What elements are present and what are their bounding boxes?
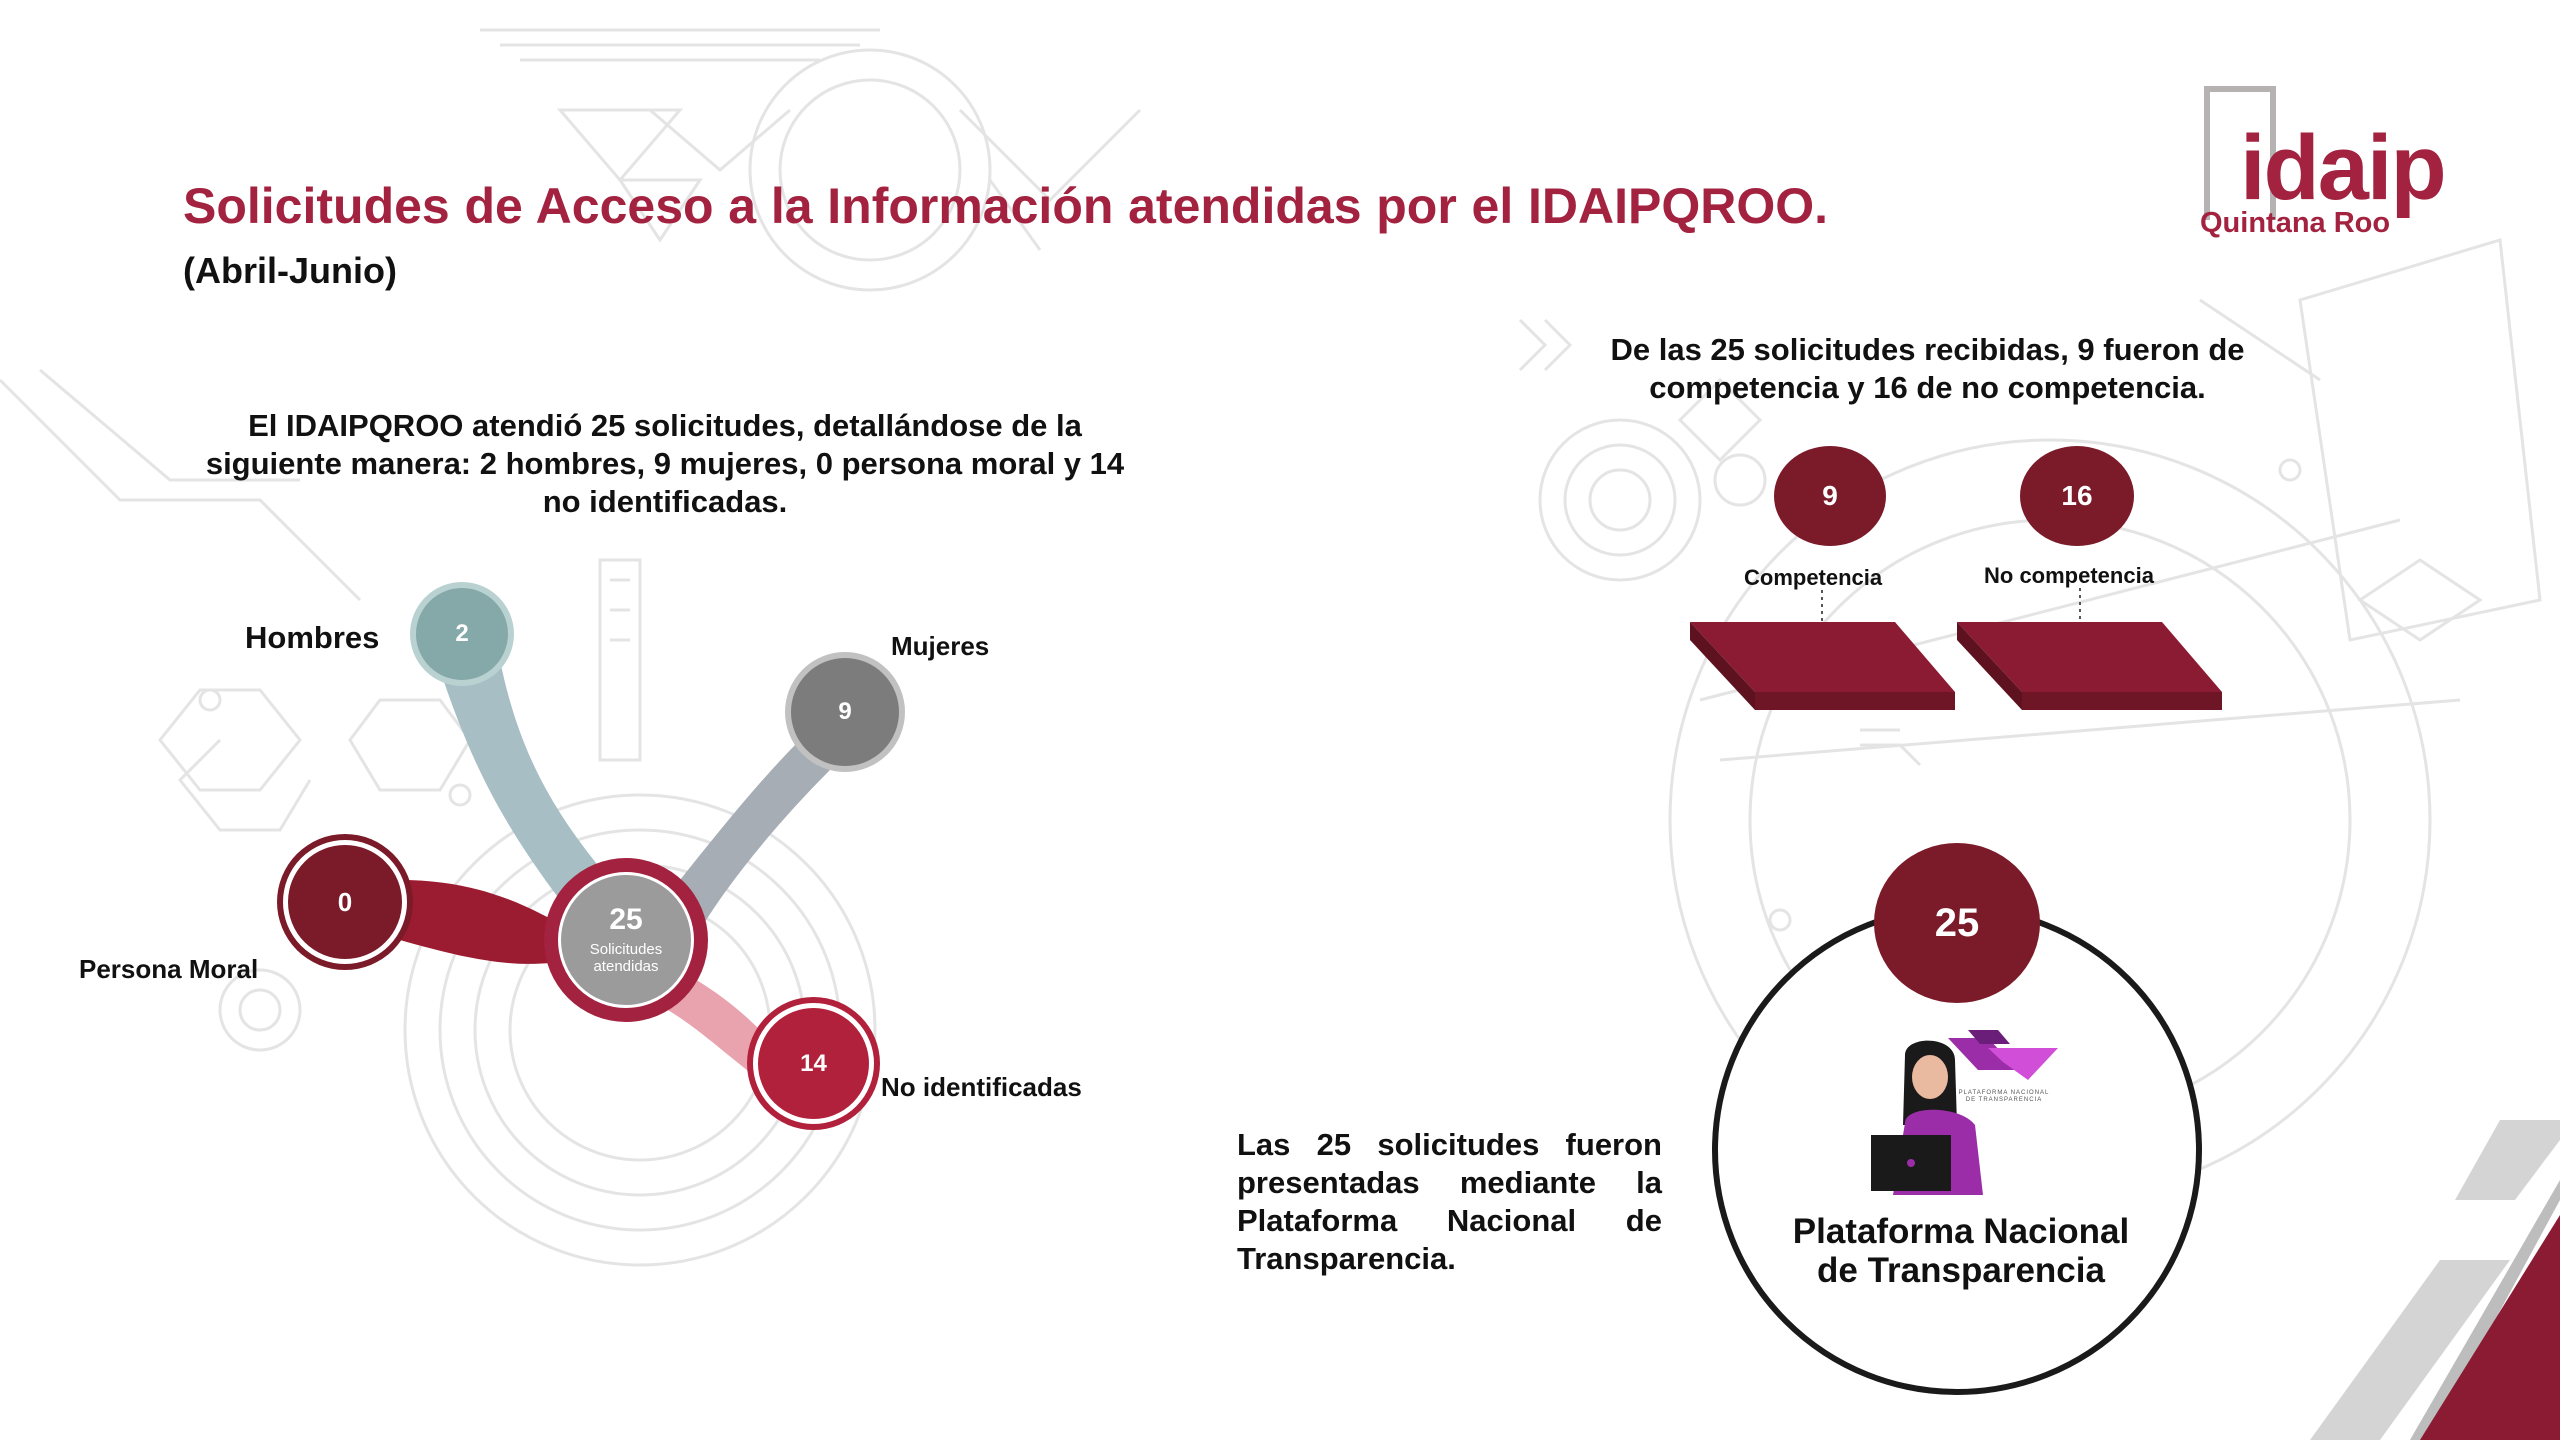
pnt-logo-icon — [1948, 1030, 2058, 1080]
corner-stripes — [2310, 1120, 2560, 1440]
no-identificadas-bubble: 14 — [753, 1003, 874, 1124]
logo-subtitle: Quintana Roo — [2200, 207, 2391, 239]
page-title: Solicitudes de Acceso a la Información a… — [183, 176, 1828, 301]
platform-description: Las 25 solicitudes fueron presentadas me… — [1237, 1127, 1662, 1276]
idaip-logo: idaip Quintana Roo — [2196, 80, 2447, 250]
connector-mujeres — [650, 740, 830, 930]
mujeres-label: Mujeres — [891, 631, 990, 661]
no-competencia-platform — [1957, 622, 2222, 710]
connector-hombres — [440, 660, 610, 900]
hombres-bubble: 2 — [410, 582, 514, 686]
total-requests-caption: Solicitudes atendidas — [589, 941, 663, 975]
total-requests-value: 25 — [609, 903, 643, 936]
mujeres-bubble: 9 — [785, 652, 905, 772]
persona-moral-bubble: 0 — [283, 840, 407, 964]
competencia-bubble: 9 — [1774, 446, 1886, 546]
competencia-label: Competencia — [1744, 565, 1883, 590]
pnt-logo-caption: PLATAFORMA NACIONAL DE TRANSPARENCIA — [1958, 1090, 2050, 1103]
title-main: Solicitudes de Acceso a la Información a… — [183, 178, 1828, 234]
total-requests-bubble: 25 Solicitudes atendidas — [558, 872, 694, 1008]
title-period: (Abril-Junio) — [183, 250, 397, 291]
no-competencia-bubble: 16 — [2020, 446, 2134, 546]
no-competencia-label: No competencia — [1984, 563, 2154, 588]
logo-word: idaip — [2240, 117, 2447, 219]
platform-label: Plataforma Nacional de Transparencia — [1792, 1212, 2130, 1290]
hombres-label: Hombres — [245, 620, 380, 655]
platform-total-bubble: 25 — [1874, 843, 2040, 1003]
right-intro-text: De las 25 solicitudes recibidas, 9 fuero… — [1610, 332, 2245, 405]
connector-moral — [400, 880, 570, 964]
left-intro-text: El IDAIPQROO atendió 25 solicitudes, det… — [205, 408, 1125, 519]
competencia-platform — [1690, 622, 1955, 710]
persona-moral-label: Persona Moral — [79, 954, 259, 984]
woman-laptop-icon — [1871, 1040, 1983, 1195]
no-identificadas-label: No identificadas — [881, 1072, 1082, 1102]
logo-frame-icon — [2204, 86, 2276, 220]
